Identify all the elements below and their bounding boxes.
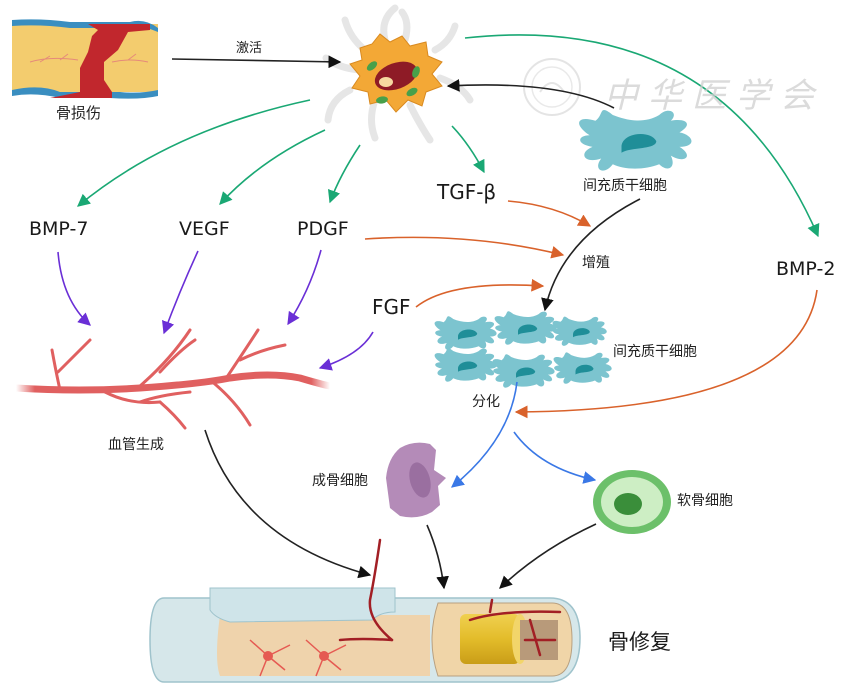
osteoblast-icon — [386, 442, 446, 518]
label-bone-injury: 骨损伤 — [56, 104, 102, 122]
edge-msc-proliferation — [541, 198, 641, 312]
edge-pdgf-to-prolif — [364, 236, 565, 259]
edge-vegf-to-vessel — [162, 250, 199, 335]
bone-repair-icon — [149, 538, 581, 683]
chondrocyte-icon — [593, 470, 671, 534]
edges — [57, 34, 820, 590]
label-osteoblast: 成骨细胞 — [312, 473, 368, 489]
label-activation: 激活 — [236, 41, 263, 56]
edge-cell-to-tgf — [451, 125, 485, 174]
edge-injury-activation — [171, 55, 342, 69]
label-bmp2: BMP-2 — [776, 258, 836, 280]
edge-pdgf-to-vessel — [287, 249, 322, 326]
label-msc-cluster: 间充质干细胞 — [613, 344, 697, 360]
label-pdgf: PDGF — [297, 218, 349, 240]
edge-diff-to-osteoblast — [451, 381, 518, 488]
edge-cell-to-bmp7 — [77, 99, 311, 207]
edge-msc-to-cell — [446, 78, 615, 109]
edge-cell-to-vegf — [219, 129, 326, 205]
msc-top-icon — [579, 110, 692, 171]
label-fgf: FGF — [372, 295, 411, 319]
edge-bmp7-to-vessel — [57, 251, 91, 326]
label-proliferation: 增殖 — [582, 255, 610, 271]
edge-cell-to-bmp2 — [464, 34, 820, 238]
label-vegf: VEGF — [179, 218, 230, 240]
label-bmp7: BMP-7 — [29, 218, 89, 240]
activated-cell-icon — [322, 4, 474, 144]
edge-vessel-to-repair — [204, 429, 372, 579]
edge-tgf-to-prolif — [507, 200, 592, 227]
label-chondrocyte: 软骨细胞 — [677, 493, 733, 509]
label-differentiation: 分化 — [472, 394, 500, 410]
label-bone-repair: 骨修复 — [608, 630, 671, 654]
edge-fgf-to-vessel — [318, 331, 374, 371]
label-tgf-beta: TGF-β — [437, 180, 497, 204]
edge-fgf-to-prolif — [415, 278, 545, 308]
edge-bmp2-to-diff — [514, 289, 818, 419]
watermark-text: 中华医学会 — [604, 76, 824, 116]
edge-cell-to-pdgf — [328, 144, 361, 204]
label-msc-top: 间充质干细胞 — [583, 178, 667, 194]
blood-vessel-icon — [12, 328, 334, 430]
edge-chondrocyte-to-repair — [499, 523, 597, 589]
edge-osteoblast-to-repair — [426, 524, 449, 590]
bone-injury-icon — [12, 19, 158, 99]
label-angiogenesis: 血管生成 — [108, 437, 164, 453]
msc-cluster-icon — [434, 311, 612, 388]
edge-diff-to-chondrocyte — [513, 431, 597, 484]
